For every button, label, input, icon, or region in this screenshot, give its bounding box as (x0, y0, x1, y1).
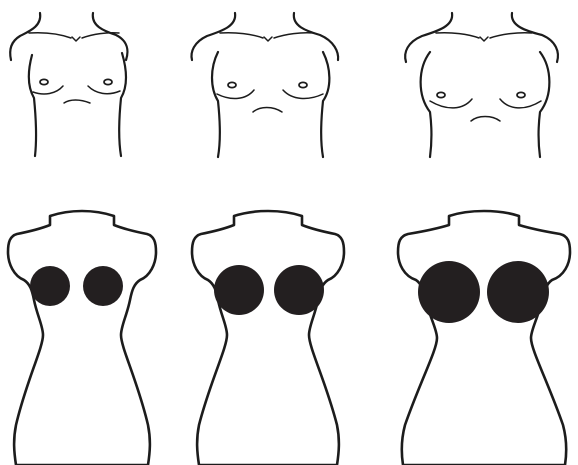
torso-large-side-right (539, 52, 550, 157)
torso-medium-underbust-left (217, 90, 254, 99)
dress-form-small-outline (8, 211, 156, 465)
torso-medium-side-left (212, 52, 220, 157)
torso-small (10, 13, 127, 156)
dress-form-large-pad-left (418, 261, 480, 323)
torso-medium-nipple-right (299, 82, 307, 87)
torso-small-clavicle-left (29, 33, 71, 38)
torso-medium-neck-shoulder-right (294, 13, 338, 60)
torso-large-sternal-notch (480, 37, 488, 41)
torso-medium-sternal-notch (264, 37, 272, 41)
torso-large-underbust-left (430, 99, 472, 108)
torso-large-clavicle-left (436, 33, 479, 38)
torso-large-ribcage (471, 117, 500, 122)
torso-small-underbust-right (88, 86, 120, 94)
torso-small-nipple-left (40, 79, 48, 84)
torso-small-neck-shoulder-left (10, 13, 40, 60)
torso-medium-ribcage (253, 108, 282, 113)
torso-medium-neck-shoulder-left (192, 13, 236, 60)
torso-large-nipple-right (517, 92, 525, 97)
torso-small-side-right (119, 53, 126, 156)
dress-form-medium-pad-right (274, 265, 324, 315)
torso-large-neck-shoulder-right (512, 13, 558, 62)
torso-large-side-left (421, 52, 432, 157)
dress-form-small-pad-left (30, 266, 70, 306)
torso-small-nipple-right (104, 79, 112, 84)
torso-large (405, 13, 558, 157)
dress-form-small-pad-right (83, 266, 123, 306)
dress-form-small (8, 211, 156, 465)
dress-form-medium-pad-left (214, 265, 264, 315)
torso-medium (192, 13, 339, 157)
dress-form-large-outline (398, 211, 570, 465)
torso-small-underbust-left (33, 86, 63, 94)
torso-large-clavicle-right (490, 33, 532, 38)
torso-small-side-left (29, 55, 36, 156)
dress-form-medium-outline (192, 211, 344, 465)
torso-medium-clavicle-right (274, 33, 314, 38)
torso-medium-nipple-left (228, 82, 236, 87)
torso-medium-underbust-right (283, 90, 323, 99)
dress-form-large-pad-right (487, 261, 549, 323)
torso-large-underbust-right (500, 99, 541, 108)
torso-small-ribcage (64, 100, 90, 103)
dress-form-large (398, 211, 570, 465)
dress-form-medium (192, 211, 344, 465)
torso-medium-side-right (321, 52, 329, 157)
torso-medium-clavicle-left (220, 33, 263, 38)
torso-small-sternal-notch (72, 37, 80, 41)
torso-large-nipple-left (437, 92, 445, 97)
